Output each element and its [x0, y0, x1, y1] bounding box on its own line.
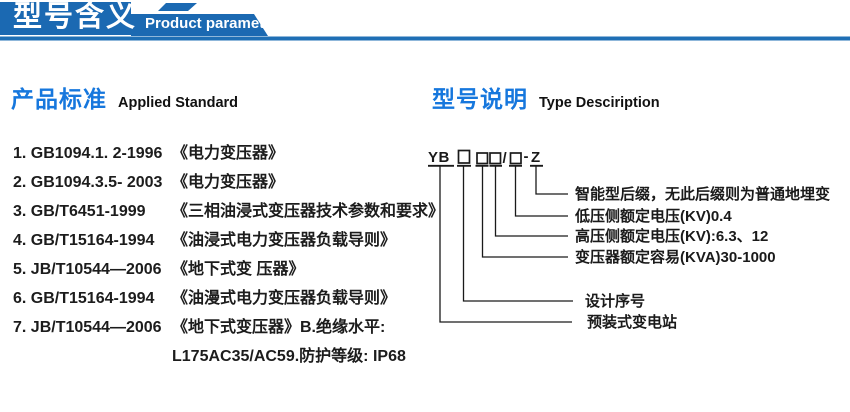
standard-item: 3. GB/T6451-1999 《三相油浸式变压器技术参数和要求》 — [13, 197, 444, 226]
standard-code: 6. GB/T15164-1994 — [13, 290, 155, 307]
model-placeholder-box — [476, 152, 489, 165]
standard-code: 1. GB1094.1. 2-1996 — [13, 145, 163, 162]
standard-title: 《三相油浸式变压器技术参数和要求》 — [172, 203, 445, 220]
standard-code: 7. JB/T10544—2006 — [13, 319, 162, 336]
page-subtitle: Product parameters — [145, 15, 287, 32]
standards-list: 1. GB1094.1. 2-1996 《电力变压器》 2. GB1094.3.… — [13, 139, 444, 371]
standard-item: 7. JB/T10544—2006 《地下式变压器》B.绝缘水平: — [13, 313, 433, 342]
model-placeholder-box — [509, 152, 522, 165]
model-placeholder-box — [457, 149, 471, 164]
diagram-connectors — [439, 166, 573, 323]
model-label-prefab-substation: 预装式变电站 — [587, 313, 677, 331]
page-header: 型号含义 Product parameters — [0, 0, 850, 46]
standard-title: L175AC35/AC59.防护等级: IP68 — [172, 348, 406, 365]
model-label-hv-voltage: 高压侧额定电压(KV):6.3、12 — [575, 227, 768, 245]
standard-item: 5. JB/T10544—2006 《地下式变 压器》 — [13, 255, 433, 284]
type-description-heading-en: Type Desciription — [539, 95, 660, 111]
model-label-lv-voltage: 低压侧额定电压(KV)0.4 — [574, 207, 732, 225]
model-placeholder-box — [489, 152, 502, 165]
standard-item-continuation: L175AC35/AC59.防护等级: IP68 — [13, 342, 433, 371]
standard-item: 6. GB/T15164-1994 《油漫式电力变压器负载导则》 — [13, 284, 433, 313]
standard-title: 《油漫式电力变压器负载导则》 — [172, 290, 397, 307]
standard-code: 4. GB/T15164-1994 — [13, 232, 155, 249]
type-description-heading: 型号说明 Type Desciription — [432, 80, 660, 114]
standard-code: 3. GB/T6451-1999 — [13, 203, 146, 220]
model-code-diagram: YB / - Z 智能型后缀，无此后缀则为普通地埋变 低压侧额定电压(KV) — [420, 140, 850, 352]
standard-title: 《地下式变 压器》 — [172, 261, 305, 278]
standard-title: 《油浸式电力变压器负载导则》 — [172, 232, 397, 249]
standard-title: 《地下式变压器》B.绝缘水平: — [172, 319, 386, 336]
standard-title: 《电力变压器》 — [172, 145, 285, 162]
standard-item: 1. GB1094.1. 2-1996 《电力变压器》 — [13, 139, 433, 168]
page-title: 型号含义 — [13, 1, 138, 33]
applied-standard-heading: 产品标准 Applied Standard — [11, 80, 238, 114]
model-label-design-serial: 设计序号 — [585, 292, 645, 310]
type-description-heading-cn: 型号说明 — [432, 86, 528, 112]
model-label-smart-suffix: 智能型后缀，无此后缀则为普通地埋变 — [575, 185, 830, 203]
model-slash: / — [503, 150, 508, 167]
model-dash: - — [524, 148, 529, 165]
standard-title: 《电力变压器》 — [172, 174, 285, 191]
model-label-rated-capacity: 变压器额定容易(KVA)30-1000 — [575, 248, 776, 266]
applied-standard-heading-cn: 产品标准 — [11, 86, 107, 112]
standard-item: 4. GB/T15164-1994 《油浸式电力变压器负载导则》 — [13, 226, 433, 255]
standard-item: 2. GB1094.3.5- 2003 《电力变压器》 — [13, 168, 433, 197]
header-ribbon-shape — [0, 2, 850, 41]
model-prefix: YB — [428, 149, 450, 166]
model-suffix: Z — [531, 149, 540, 166]
standard-code: 5. JB/T10544—2006 — [13, 261, 162, 278]
applied-standard-heading-en: Applied Standard — [118, 95, 239, 111]
standard-code — [13, 342, 172, 371]
standard-code: 2. GB1094.3.5- 2003 — [13, 174, 163, 191]
